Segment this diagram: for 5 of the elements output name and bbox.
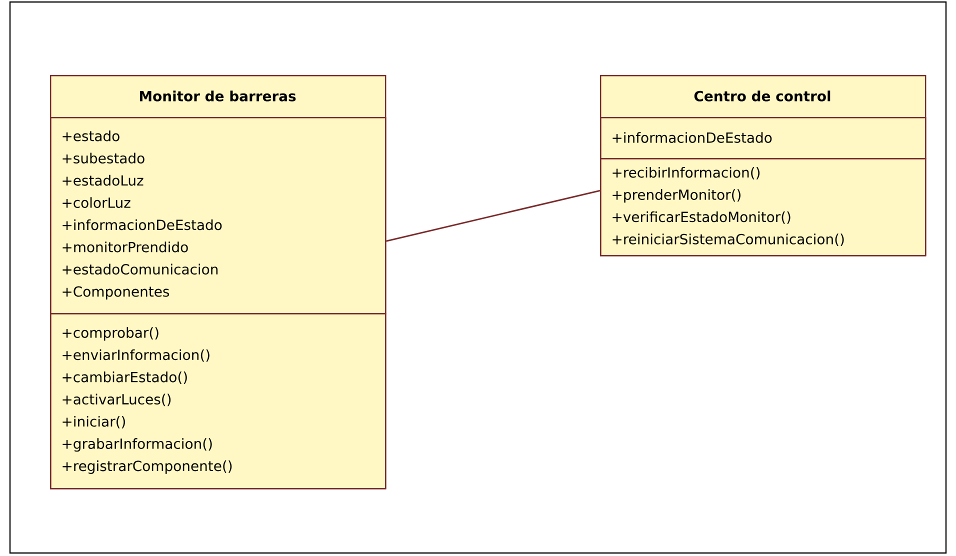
- attribute-list: +informacionDeEstado: [600, 117, 926, 160]
- association-line: [386, 190, 600, 242]
- method-list: +comprobar() +enviarInformacion() +cambiarEstado() +activarLuces() +iniciar() +grabarInformacion() +registrarComponente(): [50, 313, 386, 490]
- method-list: +recibirInformacion() +prenderMonitor() +verificarEstadoMonitor() +reiniciarSistemaComunicacion(): [600, 158, 926, 256]
- attribute-list: +estado +subestado +estadoLuz +colorLuz +informacionDeEstado +monitorPrendido +estadoComunicacion +Componentes: [50, 117, 386, 314]
